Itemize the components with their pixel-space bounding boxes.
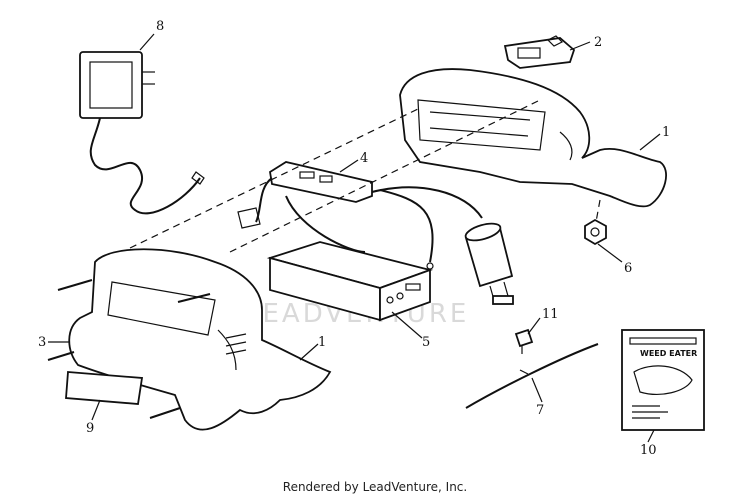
housing-left-part-1 bbox=[68, 248, 332, 431]
callout-1-left: 1 bbox=[318, 335, 326, 350]
callout-8: 8 bbox=[156, 19, 164, 34]
battery-part-5 bbox=[266, 241, 434, 322]
housing-right-part-1 bbox=[399, 68, 667, 208]
callout-5: 5 bbox=[422, 335, 430, 350]
screws-part-3 bbox=[47, 279, 211, 419]
footer-credit: Rendered by LeadVenture, Inc. bbox=[282, 480, 468, 494]
fitting-part-11 bbox=[514, 328, 534, 354]
motor bbox=[464, 222, 514, 305]
callout-11: 11 bbox=[542, 307, 559, 322]
manual-brand-text: WEED EATER bbox=[640, 349, 697, 358]
charger-part-8 bbox=[79, 51, 205, 215]
callout-10: 10 bbox=[640, 443, 657, 458]
callout-9: 9 bbox=[86, 421, 94, 436]
assembly-lines bbox=[129, 99, 601, 253]
callout-4: 4 bbox=[360, 151, 368, 166]
nut-part-6 bbox=[584, 218, 607, 246]
leader-lines bbox=[48, 33, 661, 443]
callout-7: 7 bbox=[536, 403, 544, 418]
switch-part-2 bbox=[503, 35, 576, 69]
line-part-7 bbox=[465, 343, 599, 409]
callout-2: 2 bbox=[594, 35, 602, 50]
callout-3: 3 bbox=[38, 335, 46, 350]
manual-part-10: WEED EATER bbox=[621, 329, 705, 431]
callout-1-right: 1 bbox=[662, 125, 670, 140]
callouts: 8 2 1 4 6 5 1 3 9 11 7 10 bbox=[38, 19, 670, 458]
wiring-plate-part-4 bbox=[237, 161, 483, 270]
callout-6: 6 bbox=[624, 261, 632, 276]
label-part-9 bbox=[65, 371, 144, 405]
